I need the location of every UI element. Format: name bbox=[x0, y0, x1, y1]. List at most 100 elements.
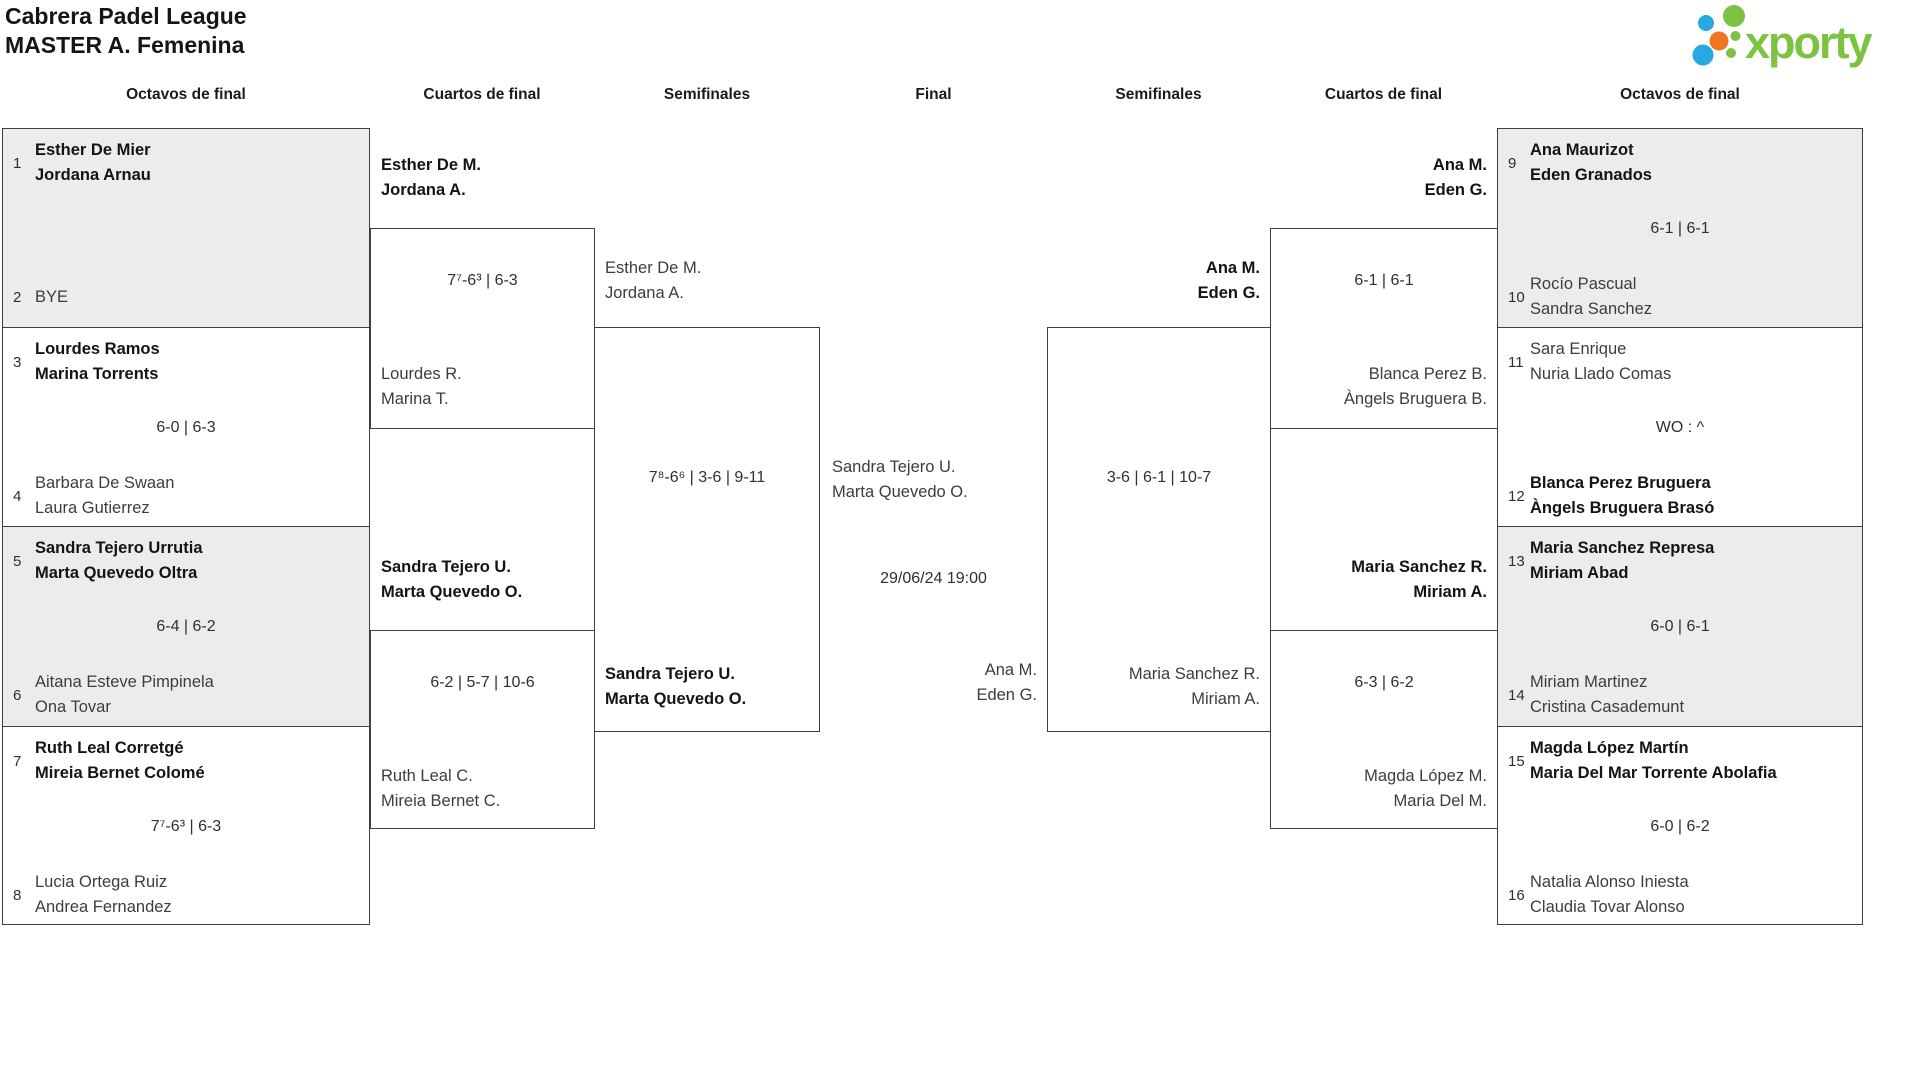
team-entry[interactable]: 5 Sandra Tejero Urrutia Marta Quevedo Ol… bbox=[3, 533, 369, 589]
player-name: Barbara De Swaan bbox=[35, 474, 175, 492]
team-entry[interactable]: Maria Sanchez R. Miriam A. bbox=[1058, 662, 1260, 712]
final-schedule: 29/06/24 19:00 bbox=[880, 570, 987, 587]
seed-number: 14 bbox=[1508, 686, 1525, 704]
player-name: Maria Sanchez R. bbox=[1128, 665, 1260, 683]
player-name: Magda López M. bbox=[1364, 767, 1487, 785]
team-entry[interactable]: Ruth Leal C. Mireia Bernet C. bbox=[381, 764, 584, 814]
team-entry[interactable]: Ana M. Eden G. bbox=[1058, 256, 1260, 306]
player-name: Jordana A. bbox=[381, 181, 466, 199]
match-box-r16-7: 13 Maria Sanchez Represa Miriam Abad 6-0… bbox=[1497, 526, 1863, 727]
player-name: Marta Quevedo O. bbox=[381, 583, 523, 601]
seed-number: 8 bbox=[13, 886, 22, 904]
match-connector-qf-right-1: Ana M. Eden G. 6-1 | 6-1 Blanca Perez B.… bbox=[1270, 156, 1498, 429]
player-name: Esther De M. bbox=[605, 259, 702, 277]
player-name: Maria Del Mar Torrente Abolafia bbox=[1530, 764, 1777, 782]
match-box-r16-8: 15 Magda López Martín Maria Del Mar Torr… bbox=[1497, 726, 1863, 925]
player-name: Marta Quevedo O. bbox=[605, 690, 747, 708]
team-entry[interactable]: Maria Sanchez R. Miriam A. bbox=[1281, 555, 1487, 605]
team-names: Sara Enrique Nuria Llado Comas bbox=[1530, 337, 1671, 387]
team-entry[interactable]: Ana M. Eden G. bbox=[1281, 153, 1487, 203]
team-names: BYE bbox=[35, 285, 68, 310]
match-box-r16-2: 3 Lourdes Ramos Marina Torrents 6-0 | 6-… bbox=[2, 327, 370, 527]
match-score: 6-4 | 6-2 bbox=[156, 618, 216, 635]
match-connector-qf-left-1: Esther De M. Jordana A. 7⁷-6³ | 6-3 Lour… bbox=[370, 156, 595, 429]
team-names: Lourdes Ramos Marina Torrents bbox=[35, 337, 160, 387]
page-title: Cabrera Padel League MASTER A. Femenina bbox=[5, 2, 247, 60]
team-entry[interactable]: 1 Esther De Mier Jordana Arnau bbox=[3, 135, 369, 191]
match-connector-sf-left: Esther De M. Jordana A. 7⁸-6⁶ | 3-6 | 9-… bbox=[594, 259, 820, 732]
match-score: 7⁷-6³ | 6-3 bbox=[447, 272, 518, 289]
team-names: Aitana Esteve Pimpinela Ona Tovar bbox=[35, 670, 214, 720]
xporty-logo[interactable]: xporty bbox=[1688, 2, 1916, 78]
logo-wordmark: xporty bbox=[1745, 17, 1873, 68]
team-entry[interactable]: 3 Lourdes Ramos Marina Torrents bbox=[3, 334, 369, 390]
player-name: Mireia Bernet C. bbox=[381, 792, 501, 810]
player-name: Miriam Martinez bbox=[1530, 673, 1648, 691]
team-entry[interactable]: Magda López M. Maria Del M. bbox=[1281, 764, 1487, 814]
player-name: Eden Granados bbox=[1530, 166, 1652, 184]
seed-number: 1 bbox=[13, 154, 22, 172]
match-score: 6-3 | 6-2 bbox=[1354, 674, 1414, 691]
team-entry[interactable]: 8 Lucia Ortega Ruiz Andrea Fernandez bbox=[3, 867, 369, 923]
seed-number: 7 bbox=[13, 752, 22, 770]
team-entry[interactable]: 10 Rocío Pascual Sandra Sanchez bbox=[1498, 269, 1862, 325]
team-entry[interactable]: 4 Barbara De Swaan Laura Gutierrez bbox=[3, 468, 369, 524]
seed-number: 16 bbox=[1508, 886, 1525, 904]
player-name: Laura Gutierrez bbox=[35, 499, 150, 517]
team-entry[interactable]: 9 Ana Maurizot Eden Granados bbox=[1498, 135, 1862, 191]
seed-number: 9 bbox=[1508, 154, 1517, 172]
match-box-r16-3: 5 Sandra Tejero Urrutia Marta Quevedo Ol… bbox=[2, 526, 370, 727]
team-entry[interactable]: Sandra Tejero U. Marta Quevedo O. bbox=[381, 555, 584, 605]
player-name: Claudia Tovar Alonso bbox=[1530, 898, 1685, 916]
seed-number: 4 bbox=[13, 487, 22, 505]
team-entry[interactable]: 6 Aitana Esteve Pimpinela Ona Tovar bbox=[3, 667, 369, 723]
match-score: 6-1 | 6-1 bbox=[1354, 272, 1414, 289]
seed-number: 3 bbox=[13, 353, 22, 371]
seed-number: 10 bbox=[1508, 288, 1525, 306]
team-names: Ana Maurizot Eden Granados bbox=[1530, 138, 1652, 188]
team-entry[interactable]: Esther De M. Jordana A. bbox=[605, 256, 809, 306]
team-entry[interactable]: Sandra Tejero U. Marta Quevedo O. bbox=[605, 662, 809, 712]
player-name: Àngels Bruguera B. bbox=[1343, 390, 1487, 408]
team-names: Maria Sanchez Represa Miriam Abad bbox=[1530, 536, 1714, 586]
team-entry[interactable]: 7 Ruth Leal Corretgé Mireia Bernet Colom… bbox=[3, 733, 369, 789]
seed-number: 15 bbox=[1508, 752, 1525, 770]
tournament-name: Cabrera Padel League bbox=[5, 3, 247, 29]
team-entry[interactable]: 12 Blanca Perez Bruguera Àngels Bruguera… bbox=[1498, 468, 1862, 524]
match-box-r16-5: 9 Ana Maurizot Eden Granados 6-1 | 6-1 1… bbox=[1497, 128, 1863, 328]
round-header-qf-left: Cuartos de final bbox=[423, 86, 541, 103]
player-name: Ana M. bbox=[1432, 156, 1487, 174]
team-entry[interactable]: 14 Miriam Martinez Cristina Casademunt bbox=[1498, 667, 1862, 723]
match-box-r16-1: 1 Esther De Mier Jordana Arnau 2 BYE bbox=[2, 128, 370, 328]
round-header-sf-left: Semifinales bbox=[663, 86, 751, 103]
player-name: Ruth Leal C. bbox=[381, 767, 473, 785]
team-entry-final-top[interactable]: Sandra Tejero U. Marta Quevedo O. bbox=[832, 455, 968, 505]
team-names: Rocío Pascual Sandra Sanchez bbox=[1530, 272, 1652, 322]
seed-number: 6 bbox=[13, 686, 22, 704]
team-entry[interactable]: 15 Magda López Martín Maria Del Mar Torr… bbox=[1498, 733, 1862, 789]
team-entry[interactable]: 11 Sara Enrique Nuria Llado Comas bbox=[1498, 334, 1862, 390]
team-entry[interactable]: Blanca Perez B. Àngels Bruguera B. bbox=[1281, 362, 1487, 412]
player-name: Esther De Mier bbox=[35, 141, 151, 159]
team-entry-final-bottom[interactable]: Ana M. Eden G. bbox=[820, 658, 1037, 708]
team-entry[interactable]: Lourdes R. Marina T. bbox=[381, 362, 584, 412]
round-header-final: Final bbox=[915, 86, 952, 103]
player-name: Esther De M. bbox=[381, 156, 481, 174]
player-name: Ruth Leal Corretgé bbox=[35, 739, 184, 757]
player-name: Eden G. bbox=[1197, 284, 1260, 302]
team-entry[interactable]: Esther De M. Jordana A. bbox=[381, 153, 584, 203]
team-entry[interactable]: 2 BYE bbox=[3, 269, 369, 325]
seed-number: 5 bbox=[13, 552, 22, 570]
match-score: 6-0 | 6-2 bbox=[1650, 818, 1710, 835]
player-name: Maria Del M. bbox=[1393, 792, 1487, 810]
seed-number: 13 bbox=[1508, 552, 1525, 570]
team-entry[interactable]: 16 Natalia Alonso Iniesta Claudia Tovar … bbox=[1498, 867, 1862, 923]
team-names: Ruth Leal Corretgé Mireia Bernet Colomé bbox=[35, 736, 205, 786]
player-name: Ana Maurizot bbox=[1530, 141, 1634, 159]
player-name: Sandra Tejero U. bbox=[381, 558, 511, 576]
team-entry[interactable]: 13 Maria Sanchez Represa Miriam Abad bbox=[1498, 533, 1862, 589]
player-name: Ana M. bbox=[984, 661, 1037, 679]
player-name: Miriam Abad bbox=[1530, 564, 1629, 582]
logo-dot-green-small bbox=[1726, 48, 1736, 58]
player-name: Sara Enrique bbox=[1530, 340, 1627, 358]
